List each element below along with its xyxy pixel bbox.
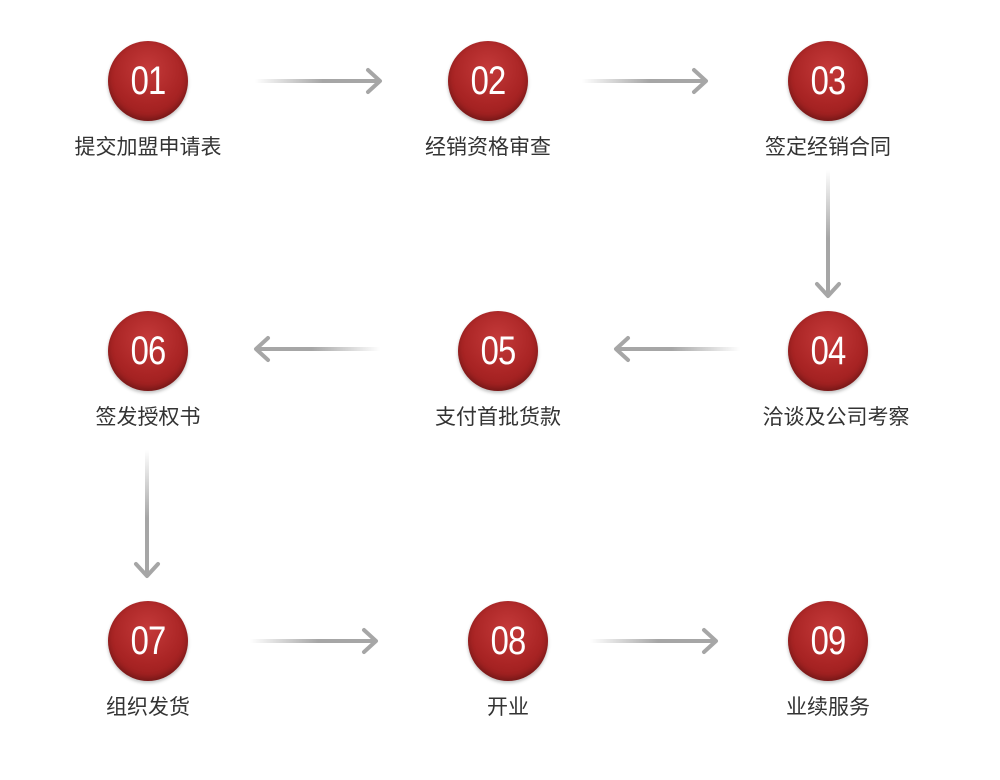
- step-03: 03 签定经销合同: [728, 41, 928, 171]
- arrow-01-02: [255, 68, 382, 94]
- step-label: 组织发货: [106, 695, 190, 719]
- step-label: 支付首批货款: [435, 405, 561, 429]
- step-08: 08 开业: [408, 601, 608, 731]
- step-label: 提交加盟申请表: [74, 135, 222, 159]
- arrow-06-07: [134, 450, 160, 578]
- step-label: 洽谈及公司考察: [762, 405, 910, 429]
- step-number-badge: 07: [108, 601, 188, 681]
- step-number-badge: 02: [448, 41, 528, 121]
- step-number-badge: 05: [458, 311, 538, 391]
- step-number: 04: [810, 329, 847, 373]
- step-number-badge: 03: [788, 41, 868, 121]
- step-02: 02 经销资格审查: [388, 41, 588, 171]
- step-05: 05 支付首批货款: [398, 311, 598, 441]
- step-number-badge: 04: [788, 311, 868, 391]
- step-label: 开业: [487, 695, 529, 719]
- step-number: 06: [130, 329, 167, 373]
- arrow-04-05: [614, 336, 740, 362]
- arrow-05-06: [254, 336, 380, 362]
- step-number: 07: [130, 619, 167, 663]
- arrow-07-08: [250, 628, 378, 654]
- step-number-badge: 09: [788, 601, 868, 681]
- step-number: 02: [470, 59, 507, 103]
- step-label: 签发授权书: [95, 405, 201, 429]
- step-label: 业续服务: [786, 695, 870, 719]
- step-09: 09 业续服务: [728, 601, 928, 731]
- step-label: 经销资格审查: [425, 135, 551, 159]
- step-number-badge: 01: [108, 41, 188, 121]
- step-number: 08: [490, 619, 527, 663]
- step-04: 04 洽谈及公司考察: [736, 311, 936, 441]
- step-label: 签定经销合同: [765, 135, 891, 159]
- step-number: 01: [130, 59, 167, 103]
- step-number: 09: [810, 619, 847, 663]
- arrow-08-09: [590, 628, 718, 654]
- step-number: 03: [810, 59, 847, 103]
- step-07: 07 组织发货: [48, 601, 248, 731]
- step-01: 01 提交加盟申请表: [48, 41, 248, 171]
- arrow-02-03: [582, 68, 708, 94]
- arrow-03-04: [815, 170, 841, 298]
- step-number: 05: [480, 329, 517, 373]
- step-06: 06 签发授权书: [48, 311, 248, 441]
- step-number-badge: 06: [108, 311, 188, 391]
- step-number-badge: 08: [468, 601, 548, 681]
